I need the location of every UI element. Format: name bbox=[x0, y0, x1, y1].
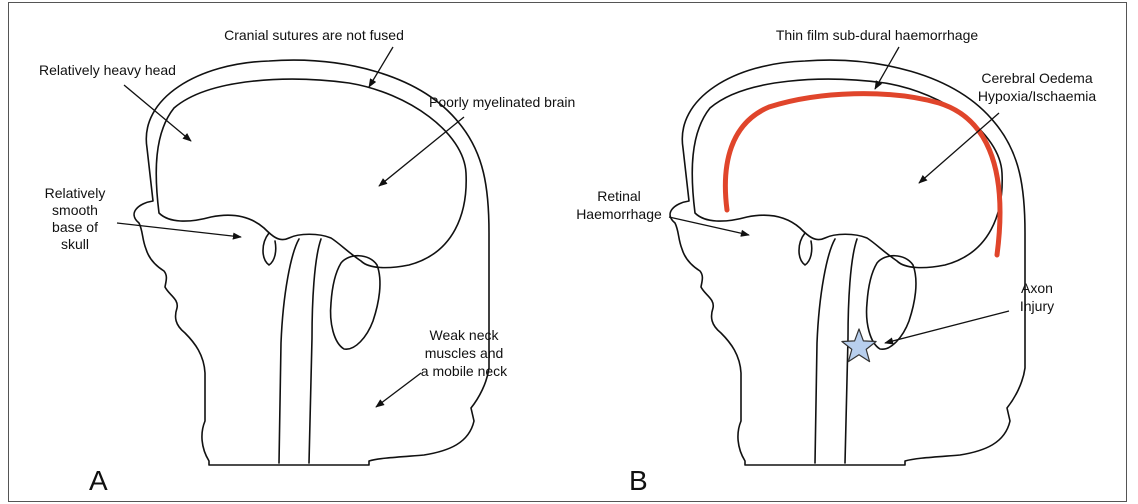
label-cerebral-oedema: Cerebral Oedema Hypoxia/Ischaemia bbox=[978, 70, 1096, 104]
arrow-heavy-head bbox=[124, 85, 191, 141]
label-neck-l2: muscles and bbox=[425, 345, 504, 361]
label-oedema-l1: Cerebral Oedema bbox=[981, 70, 1092, 86]
subdural-haemorrhage-line bbox=[725, 94, 1000, 255]
arrow-axon-injury bbox=[885, 311, 1009, 343]
label-heavy-head: Relatively heavy head bbox=[39, 62, 176, 78]
label-axon-l2: Injury bbox=[1020, 298, 1054, 314]
arrow-base-of-skull bbox=[117, 223, 241, 237]
label-base-l1: Relatively bbox=[45, 185, 106, 201]
label-axon-l1: Axon bbox=[1021, 280, 1053, 296]
panel-letter-b: B bbox=[629, 465, 648, 496]
label-sutures: Cranial sutures are not fused bbox=[224, 27, 404, 43]
label-retinal-haemorrhage: Retinal Haemorrhage bbox=[576, 188, 662, 222]
label-retinal-l1: Retinal bbox=[597, 188, 641, 204]
diagram-canvas: Cranial sutures are not fused Relatively… bbox=[9, 3, 1128, 503]
arrow-sutures bbox=[369, 47, 393, 87]
panel-letter-a: A bbox=[89, 465, 108, 496]
figure-frame: Cranial sutures are not fused Relatively… bbox=[8, 2, 1127, 502]
arrow-myelin bbox=[379, 117, 464, 186]
label-retinal-l2: Haemorrhage bbox=[576, 206, 662, 222]
label-myelin: Poorly myelinated brain bbox=[429, 94, 575, 110]
label-neck-l3: a mobile neck bbox=[421, 363, 508, 379]
arrow-weak-neck bbox=[376, 373, 421, 407]
label-base-l4: skull bbox=[61, 236, 89, 252]
label-oedema-l2: Hypoxia/Ischaemia bbox=[978, 88, 1096, 104]
label-base-l2: smooth bbox=[52, 202, 98, 218]
head-outline-a bbox=[134, 60, 489, 465]
label-neck-l1: Weak neck bbox=[430, 327, 500, 343]
label-base-l3: base of bbox=[52, 219, 98, 235]
label-base-of-skull: Relatively smooth base of skull bbox=[45, 185, 106, 252]
label-subdural: Thin film sub-dural haemorrhage bbox=[776, 27, 979, 43]
label-weak-neck: Weak neck muscles and a mobile neck bbox=[421, 327, 508, 379]
